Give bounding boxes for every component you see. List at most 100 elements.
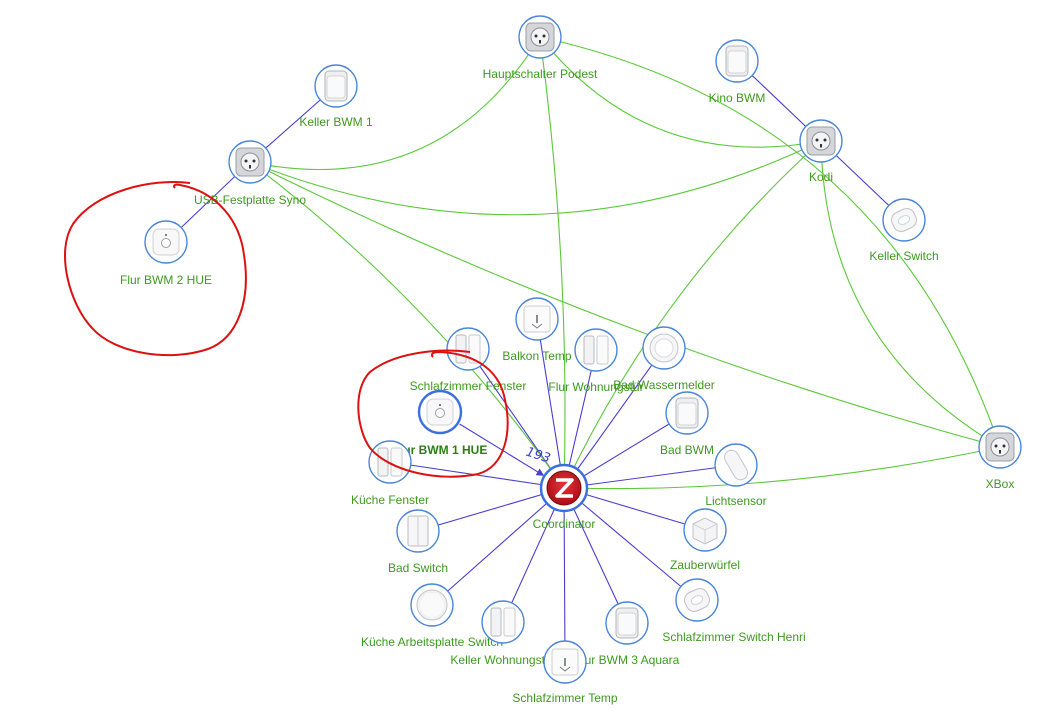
node-label: Küche Arbeitsplatte Switch (361, 635, 503, 649)
edge-coordinator-keller_wohnungstuer (502, 487, 565, 623)
node-lichtsensor[interactable]: Lichtsensor (705, 443, 767, 508)
node-label: Bad Switch (388, 561, 448, 575)
water-leak-sensor-icon (649, 333, 679, 363)
annotations-layer (64, 181, 509, 478)
node-kino-bwm[interactable]: Kino BWM (709, 39, 766, 105)
edge-hauptschalter-kodi (539, 36, 822, 148)
temperature-sensor-icon (551, 648, 579, 676)
node-label: Schlafzimmer Switch Henri (662, 630, 805, 644)
node-balkon-temp[interactable]: Balkon Temp (502, 297, 572, 363)
node-coordinator[interactable]: Coordinator (533, 463, 596, 531)
node-label: Bad Wassermelder (613, 378, 715, 392)
edge-coordinator-usb_festplatte (249, 161, 565, 489)
edge-label-flur_bwm1: 193 (524, 445, 552, 467)
node-label: Flur BWM 1 HUE (393, 443, 488, 457)
node-label: Coordinator (533, 517, 596, 531)
edge-coordinator-balkon_temp (536, 318, 565, 489)
node-label: Kino BWM (709, 91, 766, 105)
edge-coordinator-schlafzimmer_switch_henri (563, 487, 698, 601)
node-flur-bwm2[interactable]: Flur BWM 2 HUE (120, 220, 212, 287)
motion-sensor-icon (675, 397, 699, 429)
edge-coordinator-bad_wassermelder (563, 347, 665, 489)
zigbee-coordinator-icon (546, 470, 582, 506)
hue-motion-sensor-icon (426, 398, 454, 426)
node-keller-wohnungstuer[interactable]: Keller Wohnungstür (450, 600, 556, 667)
edge-coordinator-kodi (563, 140, 822, 489)
node-label: Keller Switch (869, 249, 938, 263)
node-label: Schlafzimmer Temp (512, 691, 617, 705)
plug-icon (985, 432, 1015, 462)
node-schlafzimmer-temp[interactable]: Schlafzimmer Temp (512, 640, 618, 705)
node-ring (574, 328, 618, 372)
node-label: Flur BWM 3 Aquara (575, 653, 680, 667)
node-label: Zauberwürfel (670, 558, 740, 572)
door-window-sensor-icon (490, 607, 516, 637)
edge-coordinator-schlafzimmer_temp (563, 487, 566, 663)
node-label: Schlafzimmer Fenster (410, 379, 527, 393)
node-label: Keller Wohnungstür (450, 653, 555, 667)
node-flur-bwm3[interactable]: Flur BWM 3 Aquara (575, 601, 680, 667)
node-kodi[interactable]: Kodi (799, 119, 843, 184)
node-keller-switch[interactable]: Keller Switch (869, 198, 939, 263)
plug-icon (806, 126, 836, 156)
node-bad-bwm[interactable]: Bad BWM (660, 391, 714, 457)
motion-sensor-icon (324, 70, 348, 102)
node-flur-wohnungstuer[interactable]: Flur Wohnungstür (548, 328, 644, 394)
plug-icon (235, 147, 265, 177)
node-hauptschalter[interactable]: Hauptschalter Podest (483, 15, 598, 81)
edge-coordinator-kueche_arbeitsplatte (431, 487, 565, 606)
node-schlafzimmer-switch-henri[interactable]: Schlafzimmer Switch Henri (662, 578, 806, 644)
node-label: XBox (986, 477, 1015, 491)
node-label: Keller BWM 1 (299, 115, 373, 129)
node-label: Kodi (809, 170, 833, 184)
node-bad-wassermelder[interactable]: Bad Wassermelder (613, 326, 715, 392)
edges-layer (165, 36, 1001, 663)
edge-usb_festplatte-kodi (249, 140, 822, 216)
edge-coordinator-xbox (563, 446, 1001, 490)
node-kueche-fenster[interactable]: Küche Fenster (351, 440, 429, 507)
door-window-sensor-icon (377, 447, 403, 477)
motion-sensor-icon (615, 607, 639, 639)
node-bad-switch[interactable]: Bad Switch (388, 509, 448, 575)
edge-coordinator-lichtsensor (563, 464, 737, 489)
node-flur-bwm1[interactable]: Flur BWM 1 HUE (393, 389, 488, 457)
motion-sensor-icon (725, 45, 749, 77)
node-label: Bad BWM (660, 443, 714, 457)
edge-coordinator-flur_bwm3 (563, 487, 628, 624)
edge-coordinator-zauberwuerfel (563, 487, 706, 531)
wall-switch-icon (407, 515, 429, 547)
node-label: Küche Fenster (351, 493, 429, 507)
node-xbox[interactable]: XBox (978, 425, 1022, 491)
edge-usb_festplatte-xbox (249, 161, 1001, 448)
node-label: USB-Festplatte Syno (194, 193, 306, 207)
node-kueche-arbeitsplatte[interactable]: Küche Arbeitsplatte Switch (361, 583, 503, 649)
edge-coordinator-flur_bwm1 (459, 423, 545, 476)
node-label: Flur Wohnungstür (548, 380, 643, 394)
edge-kodi-xbox (820, 140, 1001, 448)
wireless-switch-icon (891, 207, 917, 233)
temperature-sensor-icon (523, 305, 551, 333)
node-keller-bwm1[interactable]: Keller BWM 1 (299, 64, 373, 129)
node-zauberwuerfel[interactable]: Zauberwürfel (670, 508, 740, 572)
wireless-switch-icon (684, 587, 710, 613)
node-label: Lichtsensor (705, 494, 766, 508)
magic-cube-icon (692, 517, 718, 545)
node-ring (481, 600, 525, 644)
red-circle-annotation (64, 181, 247, 357)
round-button-icon (416, 589, 448, 621)
edge-labels-layer: 193 (524, 445, 552, 467)
light-sensor-icon (724, 449, 748, 481)
node-label: Balkon Temp (502, 349, 571, 363)
hue-motion-sensor-icon (152, 228, 180, 256)
node-ring (368, 440, 412, 484)
door-window-sensor-icon (583, 335, 609, 365)
node-usb-festplatte[interactable]: USB-Festplatte Syno (194, 140, 306, 207)
edge-hauptschalter-usb_festplatte (249, 36, 541, 171)
edge-hauptschalter-xbox (539, 36, 1001, 448)
plug-icon (525, 22, 555, 52)
node-label: Hauptschalter Podest (483, 67, 598, 81)
node-label: Flur BWM 2 HUE (120, 273, 212, 287)
red-circle-annotation (357, 349, 509, 478)
